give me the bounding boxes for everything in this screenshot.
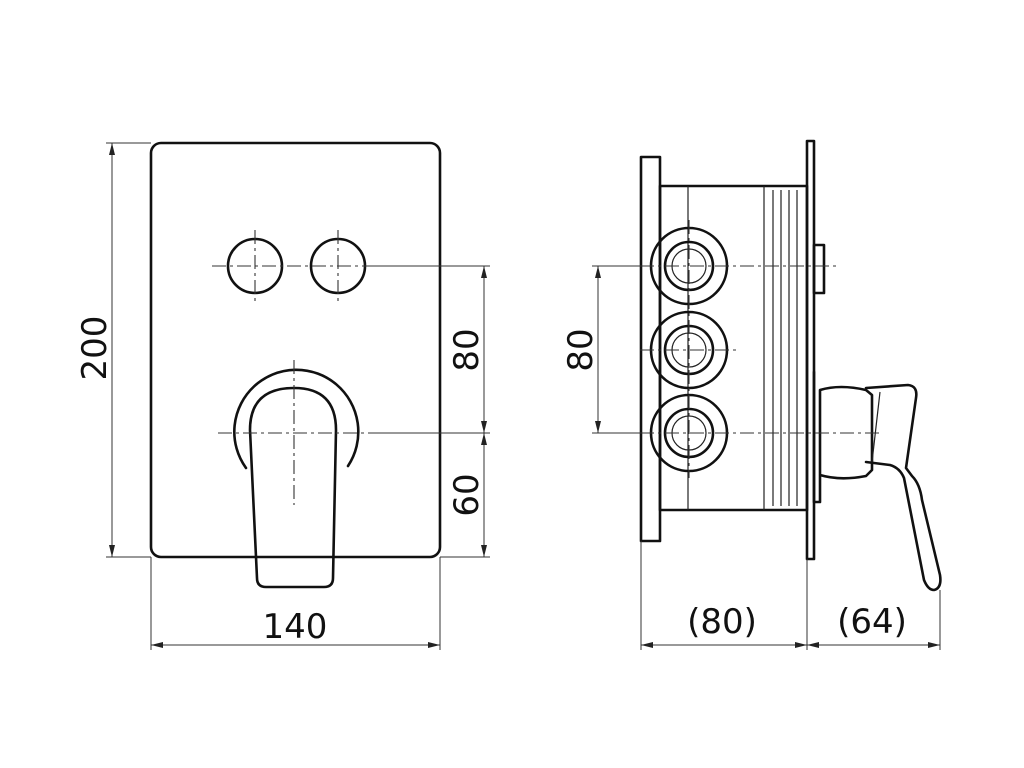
lever-handle-side (864, 383, 942, 592)
lever-handle-front (248, 386, 338, 589)
arrow (807, 642, 819, 648)
front-view: 200 80 60 140 (75, 141, 490, 650)
arrow (795, 642, 807, 648)
arrow (595, 266, 601, 278)
cover-plate (149, 141, 442, 559)
arrow (481, 433, 487, 445)
wall-plate-side (805, 139, 816, 561)
button-stub-side (812, 243, 826, 295)
arrow (928, 642, 940, 648)
arrow (481, 545, 487, 557)
valve-body (658, 184, 809, 512)
arrow (109, 545, 115, 557)
arrow (481, 421, 487, 433)
dim-buttons-to-lever: 80 (447, 328, 487, 371)
arrow (641, 642, 653, 648)
lever-side-detail (871, 391, 881, 463)
arrow (595, 421, 601, 433)
lever-escutcheon (233, 368, 360, 470)
dim-lever-to-bottom: 60 (447, 473, 487, 516)
dim-body-depth: (80) (687, 602, 757, 642)
dim-side-port-spacing: 80 (561, 328, 601, 371)
arrow (428, 642, 440, 648)
side-view: 80 (80) (64) (561, 139, 942, 650)
arrow (481, 266, 487, 278)
rear-flange (639, 155, 662, 543)
dim-handle-depth: (64) (837, 602, 907, 642)
lever-base-side (812, 370, 874, 504)
arrow (109, 143, 115, 155)
dim-front-width: 140 (263, 607, 328, 647)
arrow (151, 642, 163, 648)
dim-front-height: 200 (75, 316, 115, 381)
